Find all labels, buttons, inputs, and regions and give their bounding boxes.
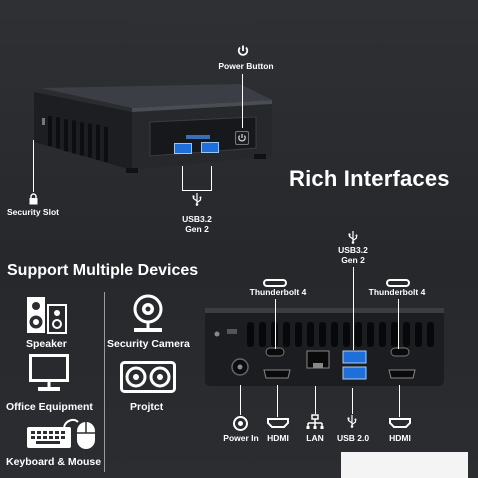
hdmi2-label: HDMI [389,433,411,443]
lock-icon [28,192,39,205]
usb-bracket-right [211,166,212,190]
monitor-icon [29,354,69,391]
usb-icon-bottom [346,414,358,428]
device-label-security-camera: Security Camera [107,338,190,350]
tb4-left-callout-line [275,299,276,349]
device-label-speaker: Speaker [26,338,67,350]
hdmi2-callout-line [399,385,400,417]
power-button-label: Power Button [218,61,274,71]
device-label-keyboard-mouse: Keyboard & Mouse [6,456,102,468]
devices-divider [104,292,105,472]
power-in-label: Power In [223,433,259,443]
camera-icon [133,294,163,332]
front-usb-port-1 [174,143,192,154]
rear-usb-label-line1: USB3.2 [338,245,368,255]
front-usb-port-2 [201,142,219,153]
lan-callout-line [315,386,316,414]
tb4-right-label: Thunderbolt 4 [368,287,426,297]
usb-bracket-bottom [182,190,212,191]
security-slot-label: Security Slot [7,207,59,217]
front-usb-label-line1: USB3.2 [182,214,212,224]
tb4-right-callout-line [398,299,399,349]
rich-interfaces-headline: Rich Interfaces [289,166,450,191]
thunderbolt-port-icon-right [386,279,410,287]
mini-pc-rear-image [205,308,444,386]
front-usb-port-marks [186,135,210,139]
hdmi1-callout-line [277,385,278,417]
power-icon [236,44,250,58]
usb-icon [191,192,203,206]
dc-power-icon [233,416,248,431]
hdmi-icon-left [267,418,289,428]
usb2-label: USB 2.0 [336,433,370,443]
speaker-icon [27,297,67,334]
front-usb-label-line2: Gen 2 [185,224,209,234]
front-power-button [235,131,249,145]
rear-usb-label-line2: Gen 2 [341,255,365,265]
devices-heading: Support Multiple Devices [7,262,199,279]
mini-pc-front-image [34,84,272,173]
power-button-callout-line [242,74,243,128]
thunderbolt-port-icon-left [263,279,287,287]
device-label-office-equipment: Office Equipment [6,401,93,413]
tb4-left-label: Thunderbolt 4 [249,287,307,297]
lan-icon [306,414,324,429]
hdmi1-label: HDMI [267,433,289,443]
usb-icon-top [347,230,359,244]
rear-usb-callout-line [353,267,354,350]
rear-view-section: Thunderbolt 4 USB3.2 Gen 2 Thunderbolt 4… [200,230,478,478]
keyboard-mouse-icon [27,418,95,449]
projector-icon [120,361,176,393]
hdmi-icon-right [389,418,411,428]
security-slot-callout-line [33,140,34,192]
front-view-section: Power Button Security Slot USB3.2 Gen 2 … [7,44,450,234]
lan-label: LAN [306,433,324,443]
usb-bracket-left [182,166,183,190]
usb2-callout-line [352,388,353,414]
power-in-callout-line [240,385,241,415]
corner-overlay [341,452,468,478]
device-label-projector: Projtct [130,401,164,413]
devices-section: Support Multiple Devices Speaker Securit… [0,255,200,478]
